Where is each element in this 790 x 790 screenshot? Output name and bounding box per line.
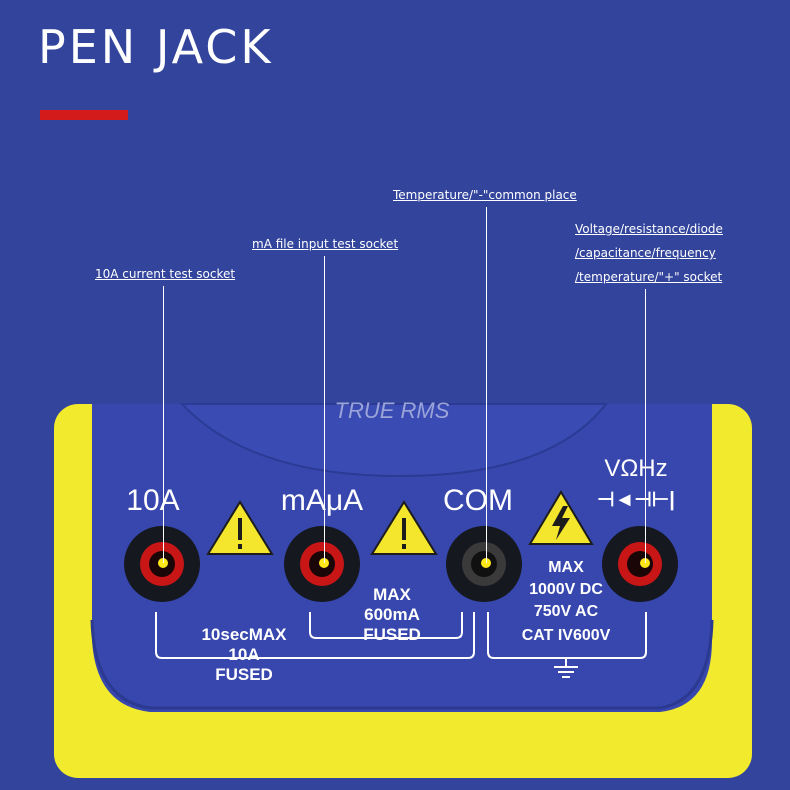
socket-symbols-v: ⊣◄⊣⊢|	[597, 489, 675, 511]
panel-shadow	[90, 619, 714, 710]
rating-10a-line2: 10A	[228, 645, 259, 664]
rating-ma-line2: 600mA	[364, 605, 420, 624]
marker-dot	[158, 558, 168, 568]
title-accent-bar	[40, 110, 128, 120]
high-voltage-warning-icon	[528, 490, 594, 545]
rating-10a-line1: 10secMAX	[201, 625, 287, 644]
socket-com[interactable]	[446, 526, 522, 602]
bracket-10a	[155, 612, 475, 659]
bracket-ma	[309, 612, 463, 639]
socket-ma[interactable]	[284, 526, 360, 602]
ground-icon	[554, 658, 578, 678]
socket-label-com: COM	[443, 484, 513, 517]
callout-com-socket: Temperature/"-"common place	[393, 188, 577, 202]
rating-10a-line3: FUSED	[215, 665, 273, 684]
callout-v-socket-line3: /temperature/"+" socket	[575, 270, 723, 284]
rating-v-line4: CAT IV600V	[522, 627, 611, 644]
leader-line-com	[486, 207, 487, 563]
warning-triangle-icon	[370, 500, 438, 555]
rating-v-line3: 750V AC	[534, 603, 599, 620]
callout-10a-socket: 10A current test socket	[95, 267, 236, 281]
marker-dot	[481, 558, 491, 568]
socket-label-ma: mAμA	[281, 484, 363, 517]
dial-cutout	[179, 403, 609, 478]
leader-line-v	[645, 289, 646, 563]
socket-label-10a: 10A	[126, 484, 179, 517]
callout-v-socket-line2: /capacitance/frequency	[575, 246, 716, 260]
rating-ma-line3: FUSED	[363, 625, 421, 644]
callout-ma-socket: mA file input test socket	[252, 237, 399, 251]
socket-v[interactable]	[602, 526, 678, 602]
socket-10a[interactable]	[124, 526, 200, 602]
marker-dot	[319, 558, 329, 568]
rating-v-line1: MAX	[548, 559, 584, 576]
true-rms-label: TRUE RMS	[335, 398, 450, 423]
leader-line-ma	[324, 256, 325, 563]
callout-v-socket-line1: Voltage/resistance/diode	[575, 222, 723, 236]
marker-dot	[640, 558, 650, 568]
warning-triangle-icon	[206, 500, 274, 555]
page-title: PEN JACK	[38, 20, 274, 74]
blue-panel	[92, 404, 712, 712]
rating-ma-line1: MAX	[373, 585, 411, 604]
rating-v-line2: 1000V DC	[529, 581, 603, 598]
socket-label-v: VΩHz	[604, 455, 667, 482]
leader-line-10a	[163, 286, 164, 563]
